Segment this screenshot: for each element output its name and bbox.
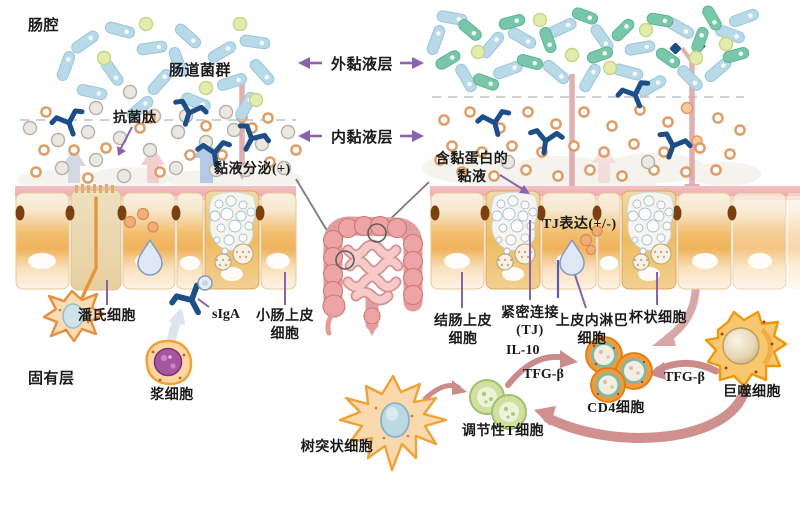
- cd4-cell-illustration: [585, 336, 653, 403]
- brush-border-icon: [75, 184, 114, 193]
- label-cd4-cell: CD4细胞: [587, 399, 645, 416]
- label-treg-cell: 调节性T细胞: [462, 422, 544, 439]
- label-lamina-propria: 固有层: [28, 369, 75, 387]
- label-paneth-cell: 潘氏细胞: [78, 307, 136, 324]
- label-iel-2: 细胞: [578, 330, 607, 347]
- plasma-secretion-arrow: [165, 308, 186, 346]
- label-colon-1: 结肠上皮: [434, 312, 492, 329]
- treg-cell-illustration: [469, 379, 527, 430]
- mucin-granules-left: [22, 106, 302, 184]
- macrophage-illustration: [704, 310, 788, 388]
- label-mucin-mucus-2: 黏液: [458, 168, 487, 185]
- label-tj-expression: TJ表达(+/-): [542, 215, 617, 232]
- label-gut-flora: 肠道菌群: [169, 61, 231, 79]
- plasma-cell-illustration: [145, 339, 193, 386]
- granule-dots-right: [579, 225, 603, 256]
- label-antimicrobial-peptide: 抗菌肽: [113, 109, 157, 126]
- bacteria-icons-left: [56, 16, 275, 124]
- label-goblet-cell: 杯状细胞: [629, 309, 687, 326]
- iel-droplet-icon-right: [559, 239, 585, 276]
- colon-epithelium: [430, 186, 800, 298]
- small-intestine-epithelium: [15, 184, 297, 300]
- granule-dots-left: [123, 207, 159, 233]
- iel-droplet-icon-left: [137, 239, 163, 276]
- label-plasma-cell: 浆细胞: [150, 386, 194, 403]
- dendritic-cell-illustration: [338, 374, 448, 472]
- label-inner-mucus: 内黏液层: [331, 128, 393, 146]
- mucus-layer-arrow-icons: [298, 57, 424, 142]
- cytokine-arrow-icons: [422, 264, 749, 443]
- label-mucin-mucus-1: 含黏蛋白的: [436, 150, 509, 167]
- paneth-duct: [80, 196, 98, 300]
- tight-junction-icons: [430, 205, 737, 221]
- label-lumen: 肠腔: [28, 16, 59, 34]
- label-il10: IL-10: [506, 343, 539, 358]
- label-pointer-lines: [106, 126, 658, 309]
- label-outer-mucus: 外黏液层: [330, 55, 393, 73]
- label-colon-2: 细胞: [449, 330, 478, 347]
- tight-junction-icons: [15, 205, 265, 221]
- label-tfg-beta-left: TFG-β: [523, 367, 564, 382]
- label-tfg-beta-right: TFG-β: [664, 370, 705, 385]
- magnifier-circle-colon: [367, 223, 387, 243]
- label-tight-junction-2: (TJ): [516, 323, 544, 338]
- label-siga: sIgA: [212, 307, 241, 322]
- label-iel-1: 上皮内淋巴: [556, 312, 629, 329]
- mucin-granules-right: [434, 104, 746, 182]
- label-tight-junction-1: 紧密连接: [501, 304, 559, 321]
- bacteria-icons-right: [426, 5, 759, 97]
- magnifier-circle-small-intestine: [335, 250, 355, 270]
- label-macrophage: 巨噬细胞: [723, 383, 781, 400]
- paneth-cell-illustration: [42, 289, 106, 343]
- siga-antibody-icon: [171, 275, 215, 321]
- label-mucus-secretion: 黏液分泌(+): [214, 160, 291, 177]
- label-small-int-1: 小肠上皮: [256, 307, 314, 324]
- intestine-illustration: [295, 178, 430, 336]
- label-dendritic-cell: 树突状细胞: [301, 438, 374, 455]
- label-small-int-2: 细胞: [271, 325, 300, 342]
